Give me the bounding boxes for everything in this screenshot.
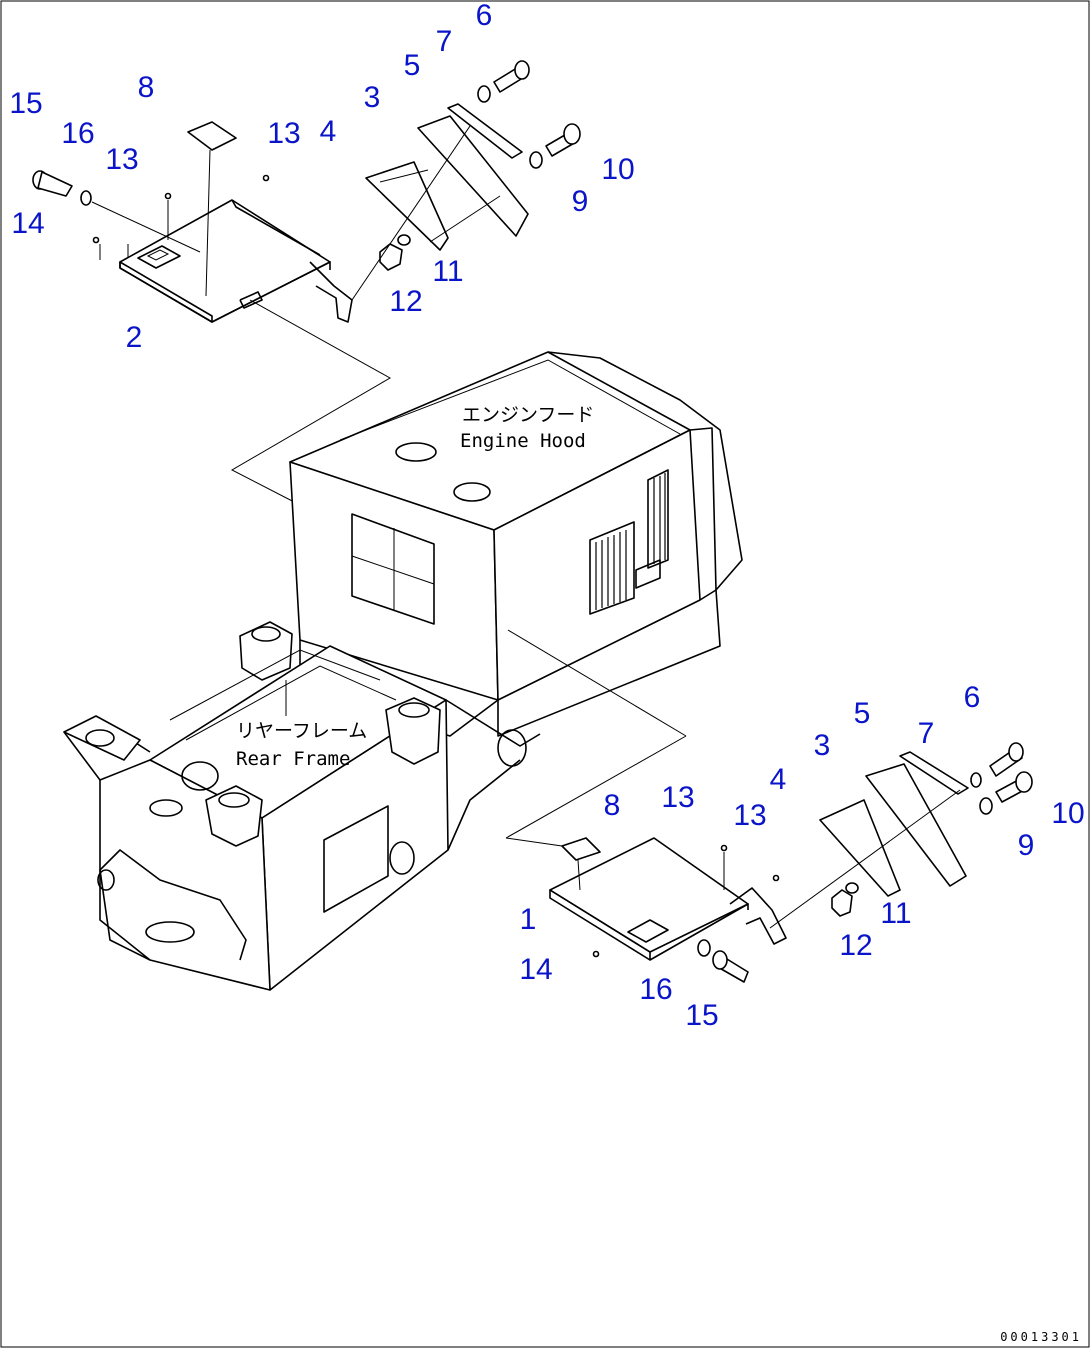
callout-lower-12: 12 bbox=[839, 929, 873, 962]
bolt-15-lower bbox=[712, 950, 749, 983]
callout-lower-8: 8 bbox=[603, 789, 621, 822]
callout-lower-7: 7 bbox=[917, 717, 935, 750]
rear-frame-label-jp: リヤーフレーム bbox=[236, 720, 368, 742]
upper-step-assembly bbox=[32, 60, 581, 506]
callout-upper-11: 11 bbox=[432, 255, 464, 288]
callout-upper-4: 4 bbox=[319, 115, 337, 148]
strip-5-upper bbox=[447, 103, 523, 159]
callout-upper-15: 15 bbox=[9, 87, 43, 120]
step-guard-4-upper bbox=[365, 161, 449, 251]
lower-step-assembly bbox=[505, 735, 1033, 983]
callout-lower-13a: 13 bbox=[661, 781, 695, 814]
callout-upper-7: 7 bbox=[435, 25, 453, 58]
step-guard-3-upper bbox=[417, 115, 529, 237]
callout-upper-9: 9 bbox=[571, 185, 589, 218]
callout-upper-13b: 13 bbox=[267, 117, 301, 150]
callout-upper-2: 2 bbox=[125, 321, 143, 354]
callout-lower-13b: 13 bbox=[733, 799, 767, 832]
strip-5-lower bbox=[899, 751, 969, 795]
hood-vent bbox=[589, 469, 669, 615]
bolt-6-upper bbox=[493, 60, 530, 93]
callout-lower-15: 15 bbox=[685, 999, 719, 1032]
bolt-10-lower bbox=[995, 771, 1033, 803]
callout-upper-16: 16 bbox=[61, 117, 95, 150]
callout-lower-1: 1 bbox=[519, 903, 537, 936]
bolt-6-lower bbox=[989, 742, 1024, 777]
callout-lower-5: 5 bbox=[853, 697, 871, 730]
rear-frame-label-en: Rear Frame bbox=[236, 748, 351, 770]
callout-upper-12: 12 bbox=[389, 285, 423, 318]
bolt-15-upper bbox=[32, 170, 92, 206]
callout-lower-14: 14 bbox=[519, 953, 553, 986]
step-guard-4-lower bbox=[819, 799, 901, 897]
bolt-10-upper bbox=[545, 123, 581, 157]
callout-upper-6: 6 bbox=[475, 0, 493, 32]
callout-lower-10: 10 bbox=[1051, 797, 1085, 830]
rear-frame bbox=[63, 621, 541, 991]
callout-lower-16: 16 bbox=[639, 973, 673, 1006]
callout-lower-9: 9 bbox=[1017, 829, 1035, 862]
engine-hood-label-jp: エンジンフード bbox=[462, 404, 595, 426]
callout-upper-5: 5 bbox=[403, 49, 421, 82]
callout-lower-6: 6 bbox=[963, 681, 981, 714]
label-sheet-upper bbox=[187, 121, 237, 151]
callout-upper-8: 8 bbox=[137, 71, 155, 104]
drawing-number: 00013301 bbox=[1000, 1330, 1082, 1344]
callout-upper-3: 3 bbox=[363, 81, 381, 114]
label-sheet-lower bbox=[561, 837, 601, 861]
callout-upper-13a: 13 bbox=[105, 143, 139, 176]
callout-lower-4: 4 bbox=[769, 763, 787, 796]
engine-hood-label-en: Engine Hood bbox=[460, 430, 586, 452]
callout-lower-3: 3 bbox=[813, 729, 831, 762]
engine-hood bbox=[289, 351, 743, 737]
callout-lower-11: 11 bbox=[880, 897, 912, 930]
callout-upper-10: 10 bbox=[601, 153, 635, 186]
step-plate-upper bbox=[119, 199, 331, 323]
callout-upper-14: 14 bbox=[11, 207, 45, 240]
step-guard-3-lower bbox=[865, 763, 967, 887]
